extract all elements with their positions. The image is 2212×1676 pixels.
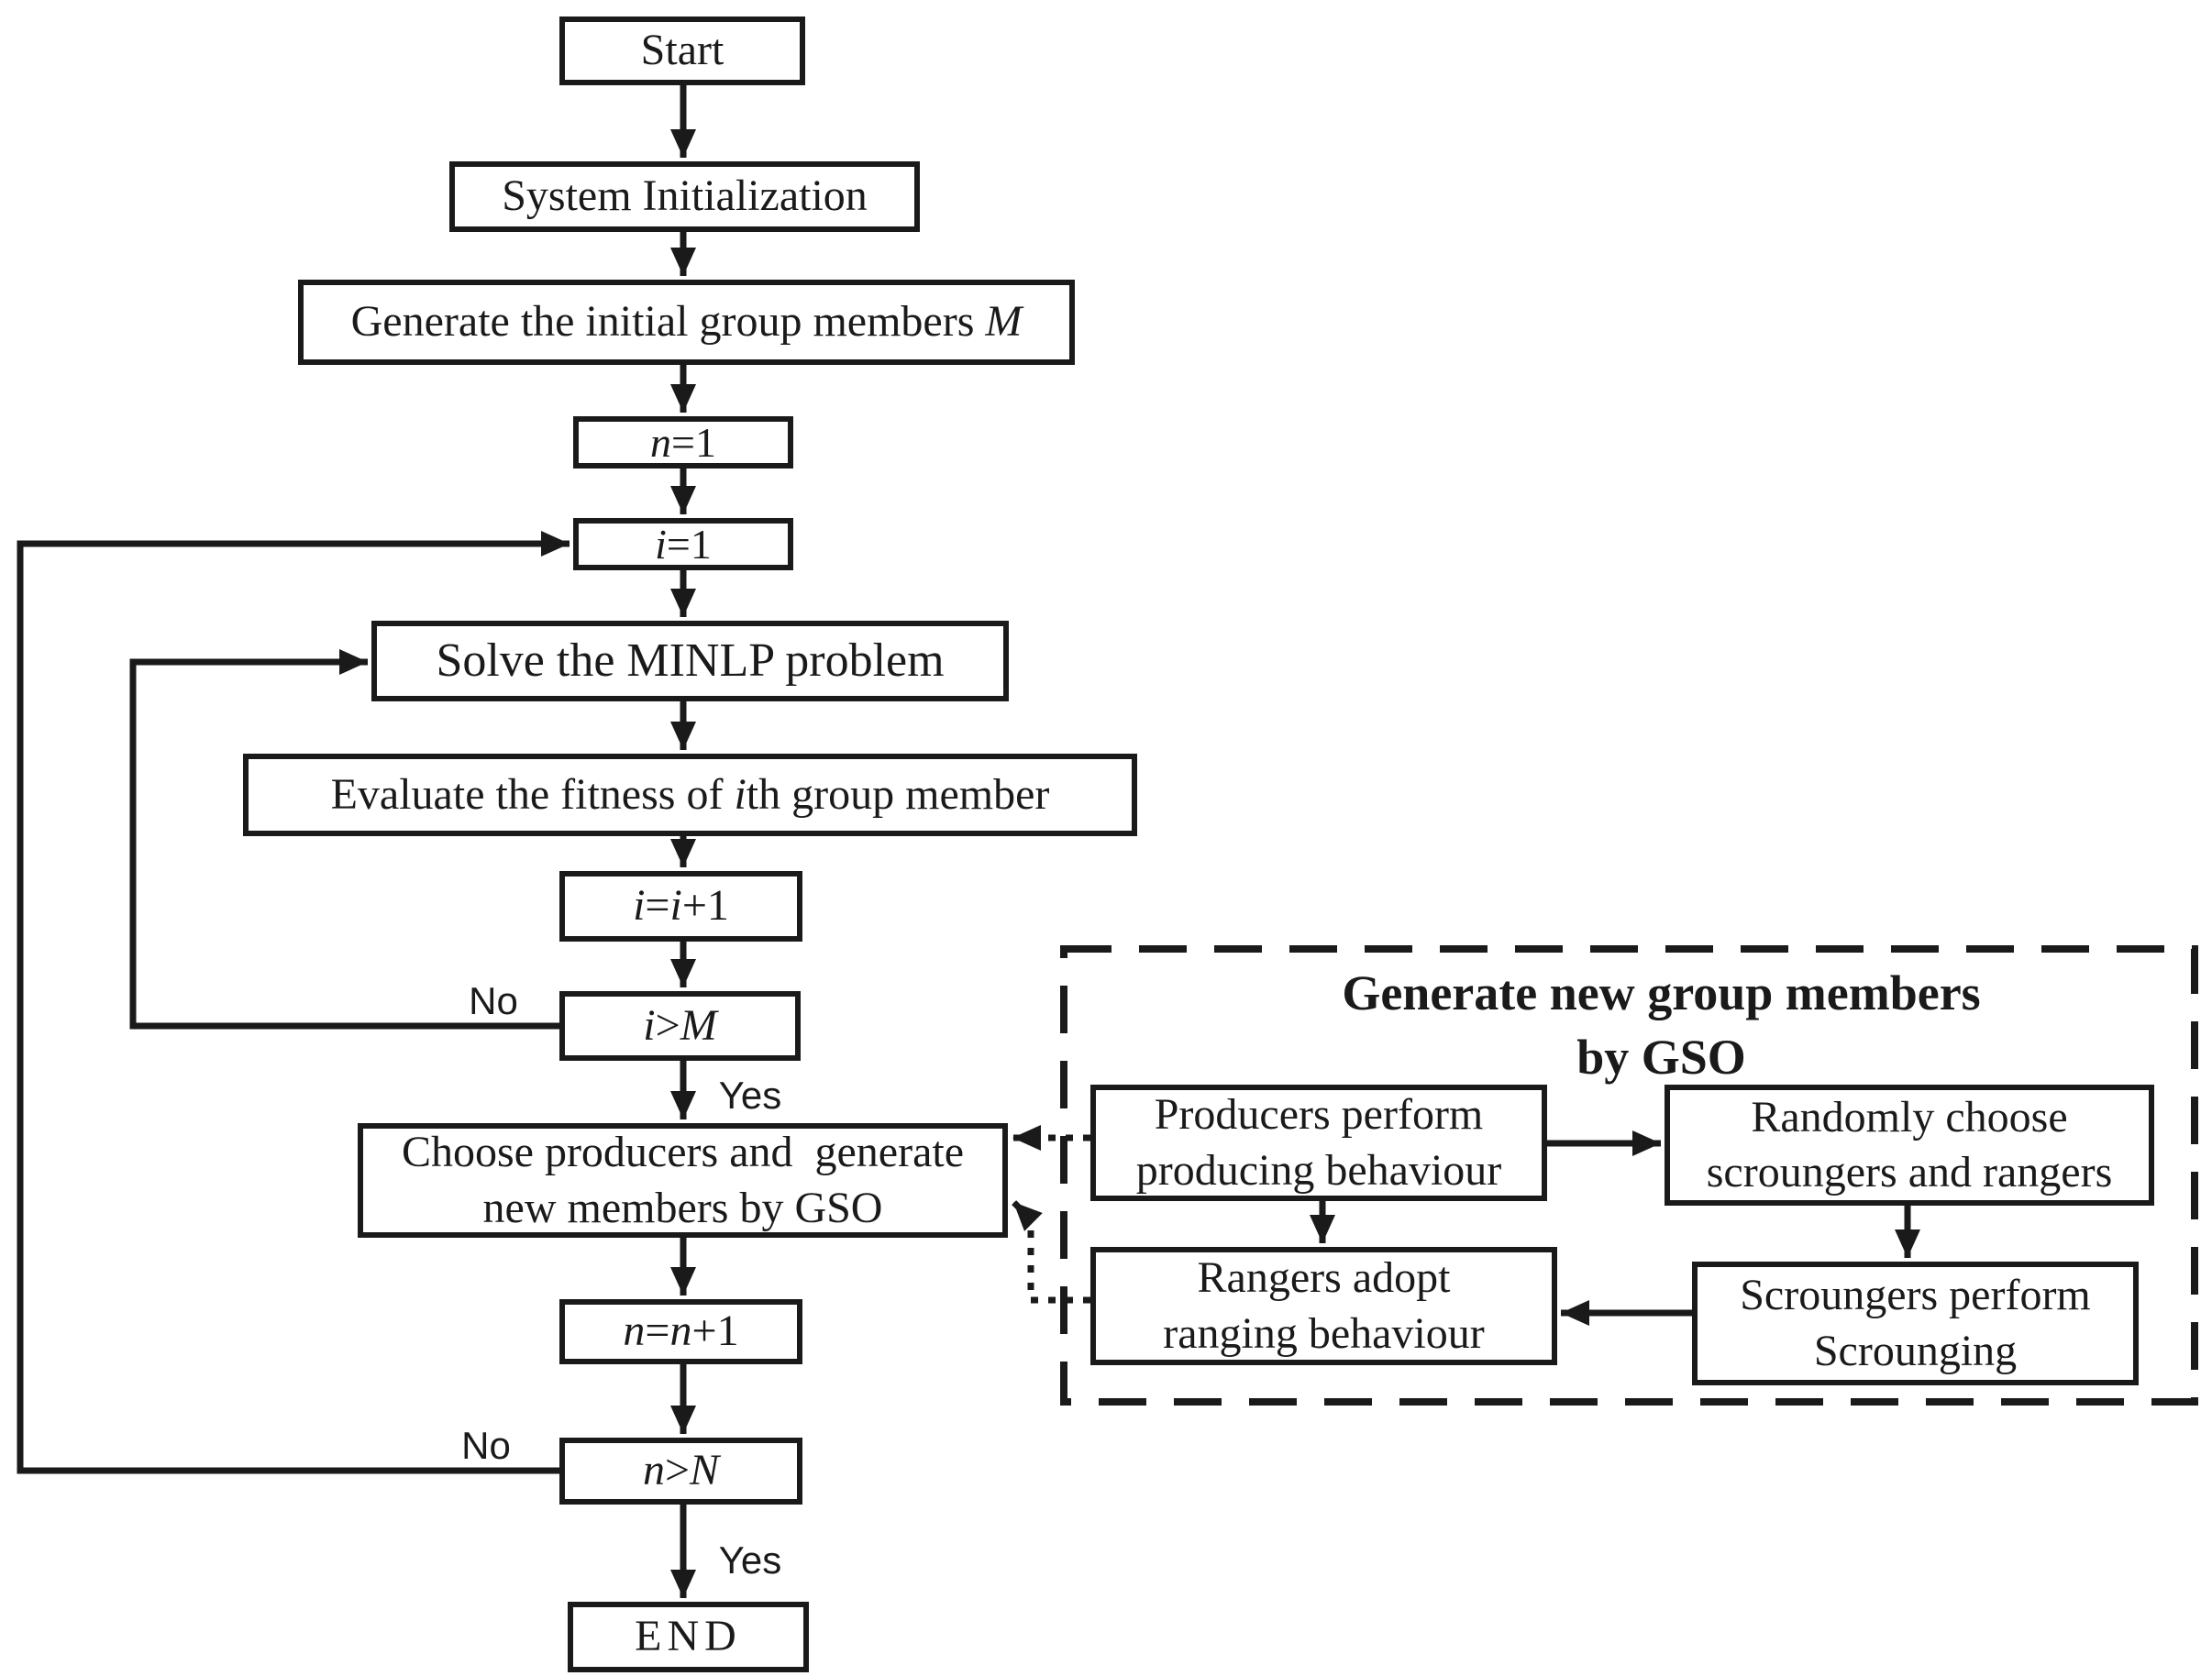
node-label: n=1 (650, 418, 716, 466)
node-end: END (568, 1602, 809, 1672)
gso-group-title-line1: Generate new group members (1342, 965, 1981, 1020)
node-scroungers-behaviour: Scroungers perform Scrounging (1692, 1262, 2139, 1385)
node-label: System Initialization (502, 171, 868, 221)
node-label: n=n+1 (623, 1307, 739, 1356)
node-n-init: n=1 (573, 416, 793, 469)
node-label: i=1 (655, 520, 712, 568)
node-label-line2: scroungers and rangers (1706, 1148, 2113, 1196)
node-random-choose: Randomly choose scroungers and rangers (1665, 1085, 2154, 1206)
node-label-line2: producing behaviour (1135, 1145, 1502, 1195)
node-producers-behaviour: Producers perform producing behaviour (1090, 1085, 1547, 1201)
node-label-line1: Rangers adopt (1197, 1253, 1451, 1303)
node-label: i=i+1 (633, 881, 729, 931)
edge-label-yes-i-check: Yes (718, 1074, 782, 1117)
node-system-initialization: System Initialization (449, 161, 920, 232)
node-label-line1: Producers perform (1154, 1090, 1484, 1140)
edge-label-no-i-check: No (469, 979, 518, 1022)
node-start: Start (559, 17, 805, 85)
arrow-n-check-no-loop-to-i-init (17, 531, 570, 1474)
node-choose-producers: Choose producers and generate new member… (358, 1123, 1008, 1238)
node-n-increment: n=n+1 (559, 1299, 802, 1364)
arrow-i-check-no-loop-to-solve (129, 649, 559, 1030)
node-label-line2: new members by GSO (482, 1183, 883, 1232)
dotted-arrow-rangers-to-choose (1011, 1199, 1090, 1304)
node-label-line1: Scroungers perform (1740, 1271, 2091, 1320)
node-generate-initial-members: Generate the initial group members M (298, 280, 1075, 365)
node-i-init: i=1 (573, 518, 793, 570)
node-label: i>M (643, 1000, 717, 1050)
node-label: END (635, 1612, 742, 1661)
gso-group-title-line2: by GSO (1576, 1030, 1746, 1086)
node-label-line2: Scrounging (1813, 1326, 2018, 1375)
node-label-line1: Choose producers and generate (401, 1128, 965, 1177)
node-label: n>N (642, 1446, 720, 1495)
node-rangers-behaviour: Rangers adopt ranging behaviour (1090, 1247, 1557, 1365)
edge-label-no-n-check: No (461, 1424, 511, 1467)
gso-dashed-container (1060, 945, 2198, 1406)
node-label: Start (640, 26, 724, 75)
node-label: Solve the MINLP problem (436, 634, 945, 688)
node-solve-minlp: Solve the MINLP problem (371, 621, 1009, 701)
node-label-line2: ranging behaviour (1163, 1308, 1485, 1358)
gso-group-title: Generate new group members by GSO (1064, 961, 2195, 1089)
node-label: Evaluate the fitness of ith group member (330, 769, 1050, 819)
node-i-increment: i=i+1 (559, 871, 802, 942)
node-n-check: n>N (559, 1438, 802, 1505)
node-i-check: i>M (559, 991, 801, 1061)
node-evaluate-fitness: Evaluate the fitness of ith group member (243, 754, 1137, 836)
node-label-line1: Randomly choose (1751, 1092, 2068, 1141)
node-label: Generate the initial group members M (350, 297, 1023, 347)
edge-label-yes-n-check: Yes (718, 1538, 782, 1582)
